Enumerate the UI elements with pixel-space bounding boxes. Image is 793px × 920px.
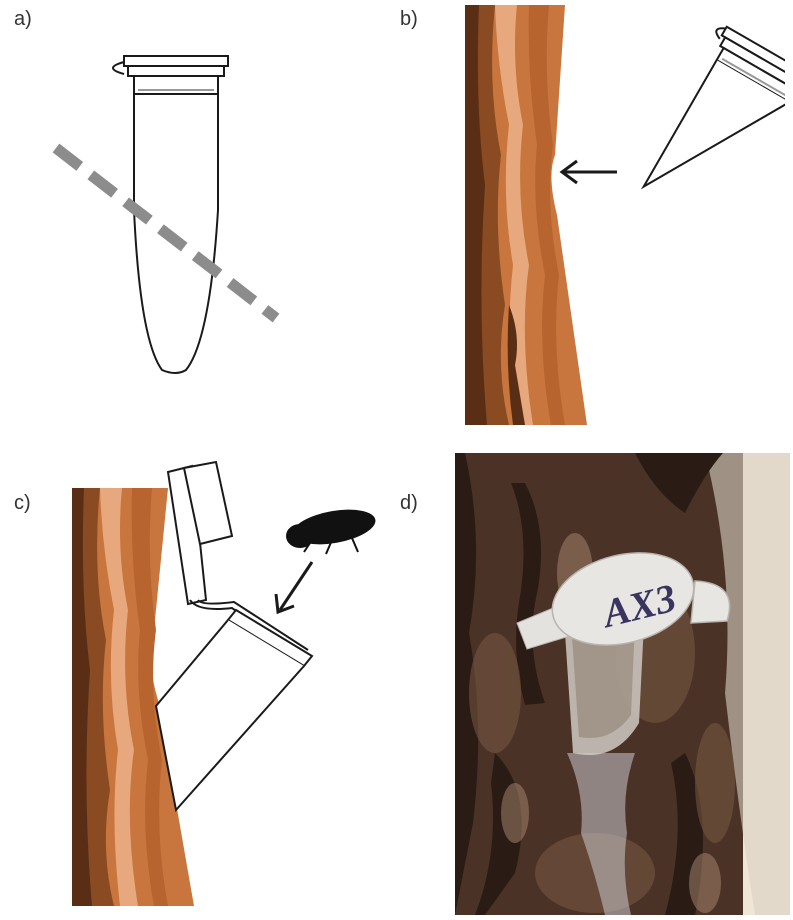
arrow-icon: [276, 562, 312, 612]
panel-a-label: a): [14, 8, 32, 31]
panel-a-diagram: [40, 40, 300, 390]
panel-c-label: c): [14, 492, 31, 515]
panel-b-diagram: [465, 5, 785, 430]
arrow-icon: [562, 161, 617, 183]
panel-d-label: d): [400, 492, 418, 515]
microcentrifuge-tube-icon: [631, 23, 785, 232]
panel-c-diagram: [72, 460, 382, 910]
beetle-icon: [286, 504, 378, 554]
tree-trunk-icon: [465, 5, 587, 425]
panel-d-photo: AX3: [455, 453, 790, 915]
microcentrifuge-tube-icon: [156, 462, 312, 810]
microcentrifuge-tube-icon: [113, 56, 228, 373]
panel-b-label: b): [400, 8, 418, 31]
